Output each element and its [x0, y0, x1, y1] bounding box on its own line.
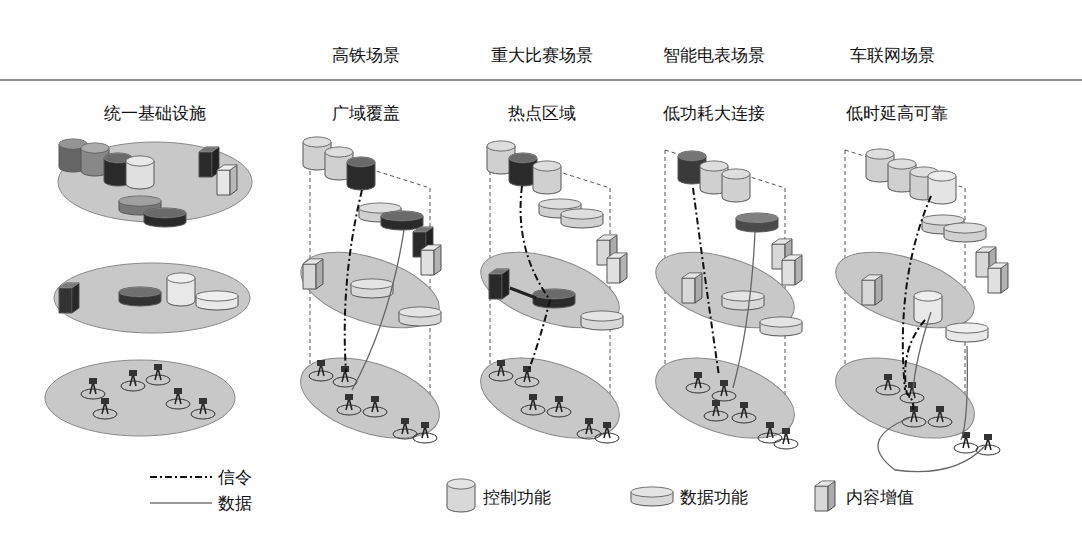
- legend-text: 内容增值: [846, 487, 914, 507]
- tier-heading: 低时延高可靠: [846, 103, 948, 123]
- data-symbol: [631, 487, 673, 506]
- scenario-heading: 高铁场景: [332, 45, 400, 65]
- legend-text: 数据: [218, 493, 252, 513]
- tier-heading: 低功耗大连接: [663, 103, 765, 123]
- legend-text: 控制功能: [483, 487, 551, 507]
- scenario-heading: 车联网场景: [850, 45, 935, 65]
- content-symbol: [815, 481, 835, 511]
- signal-line-sample: [150, 476, 212, 478]
- tier-heading: 广域覆盖: [332, 103, 400, 123]
- control-symbol: [447, 479, 475, 512]
- scenario-heading: 智能电表场景: [663, 45, 765, 65]
- legend-text: 信令: [218, 467, 252, 487]
- scenario-heading: 重大比赛场景: [491, 45, 593, 65]
- tier-heading: 统一基础设施: [104, 103, 206, 123]
- tier-heading: 热点区域: [508, 103, 576, 123]
- data-line-sample: [150, 502, 212, 504]
- legend-text: 数据功能: [680, 487, 748, 507]
